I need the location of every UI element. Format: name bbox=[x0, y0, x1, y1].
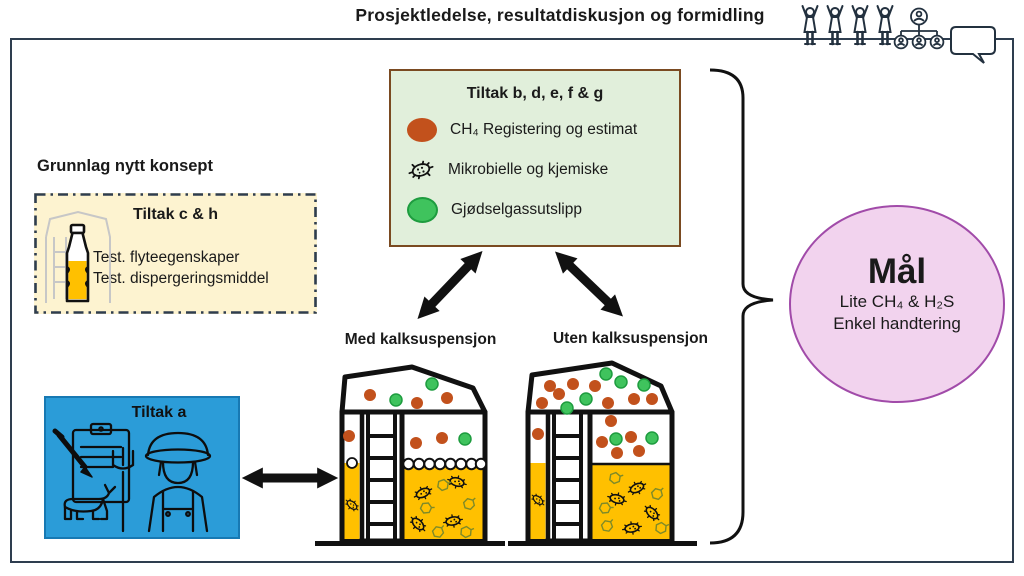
kalk-foam-layer bbox=[402, 457, 488, 471]
measure-item: Gjødselgassutslipp bbox=[391, 196, 679, 223]
concept-title: Tiltak c & h bbox=[132, 206, 219, 223]
gas-dot-icon bbox=[407, 196, 438, 223]
arrow-tiltak-a-tanks bbox=[241, 467, 339, 489]
gas-dots bbox=[532, 367, 659, 459]
tank-left-label: Med kalksuspensjon bbox=[344, 331, 497, 348]
speech-bubble-icon bbox=[948, 25, 998, 65]
goal-circle: Mål Lite CH₄ & H₂S Enkel handtering bbox=[789, 205, 1005, 403]
tank-uten-kalksuspensjon bbox=[525, 360, 675, 544]
concept-line: Test. dispergeringsmiddel bbox=[93, 269, 269, 287]
gas-dots bbox=[343, 377, 472, 449]
concept-line: Test. flyteegenskaper bbox=[93, 249, 240, 266]
measure-label: CH₄ Registering og estimat bbox=[450, 120, 638, 138]
goal-line: Enkel handtering bbox=[833, 314, 961, 333]
tank-right-label: Uten kalksuspensjon bbox=[552, 330, 709, 347]
microbe-icon bbox=[408, 160, 434, 179]
foam-bubble bbox=[346, 457, 358, 469]
measure-item: CH₄ Registering og estimat bbox=[391, 116, 679, 143]
arrow-left-tank-measures bbox=[417, 251, 483, 319]
tiltak-a-box: Tiltak a bbox=[44, 396, 240, 539]
bottle-tank-icon bbox=[45, 210, 111, 303]
goal-title: Mål bbox=[867, 252, 927, 291]
measure-item: Mikrobielle og kjemiske bbox=[391, 156, 679, 183]
measures-title: Tiltak b, d, e, f & g bbox=[466, 85, 604, 102]
measure-label: Mikrobielle og kjemiske bbox=[448, 160, 609, 178]
page-title: Prosjektledelse, resultatdiskusjon og fo… bbox=[355, 5, 765, 25]
concept-box: Tiltak c & h Test. flyteegenskaper Test.… bbox=[34, 193, 317, 314]
cheering-people-icon bbox=[799, 2, 896, 48]
double-arrows bbox=[417, 251, 623, 319]
cheering-person-icon bbox=[876, 5, 894, 46]
tank-med-kalksuspensjon bbox=[339, 364, 488, 544]
org-chart-icon bbox=[891, 7, 947, 53]
tiltak-a-title: Tiltak a bbox=[131, 404, 187, 421]
concept-heading: Grunnlag nytt konsept bbox=[37, 157, 214, 175]
goal-line: Lite CH₄ & H₂S bbox=[839, 292, 955, 311]
outer-frame bbox=[10, 38, 1014, 563]
cheering-person-icon bbox=[826, 5, 844, 46]
measure-label: Gjødselgassutslipp bbox=[451, 200, 582, 218]
slurry-tanks-illustration bbox=[315, 360, 697, 546]
cheering-person-icon bbox=[851, 5, 869, 46]
arrow-right-tank-measures bbox=[555, 251, 623, 317]
measures-box: Tiltak b, d, e, f & g CH₄ Registering og… bbox=[389, 69, 681, 247]
methane-dot-icon bbox=[407, 117, 437, 142]
cheering-person-icon bbox=[801, 5, 819, 46]
curly-brace bbox=[709, 68, 774, 545]
farmer-illustration-icon bbox=[52, 422, 212, 533]
dash-dot-border bbox=[34, 193, 317, 314]
